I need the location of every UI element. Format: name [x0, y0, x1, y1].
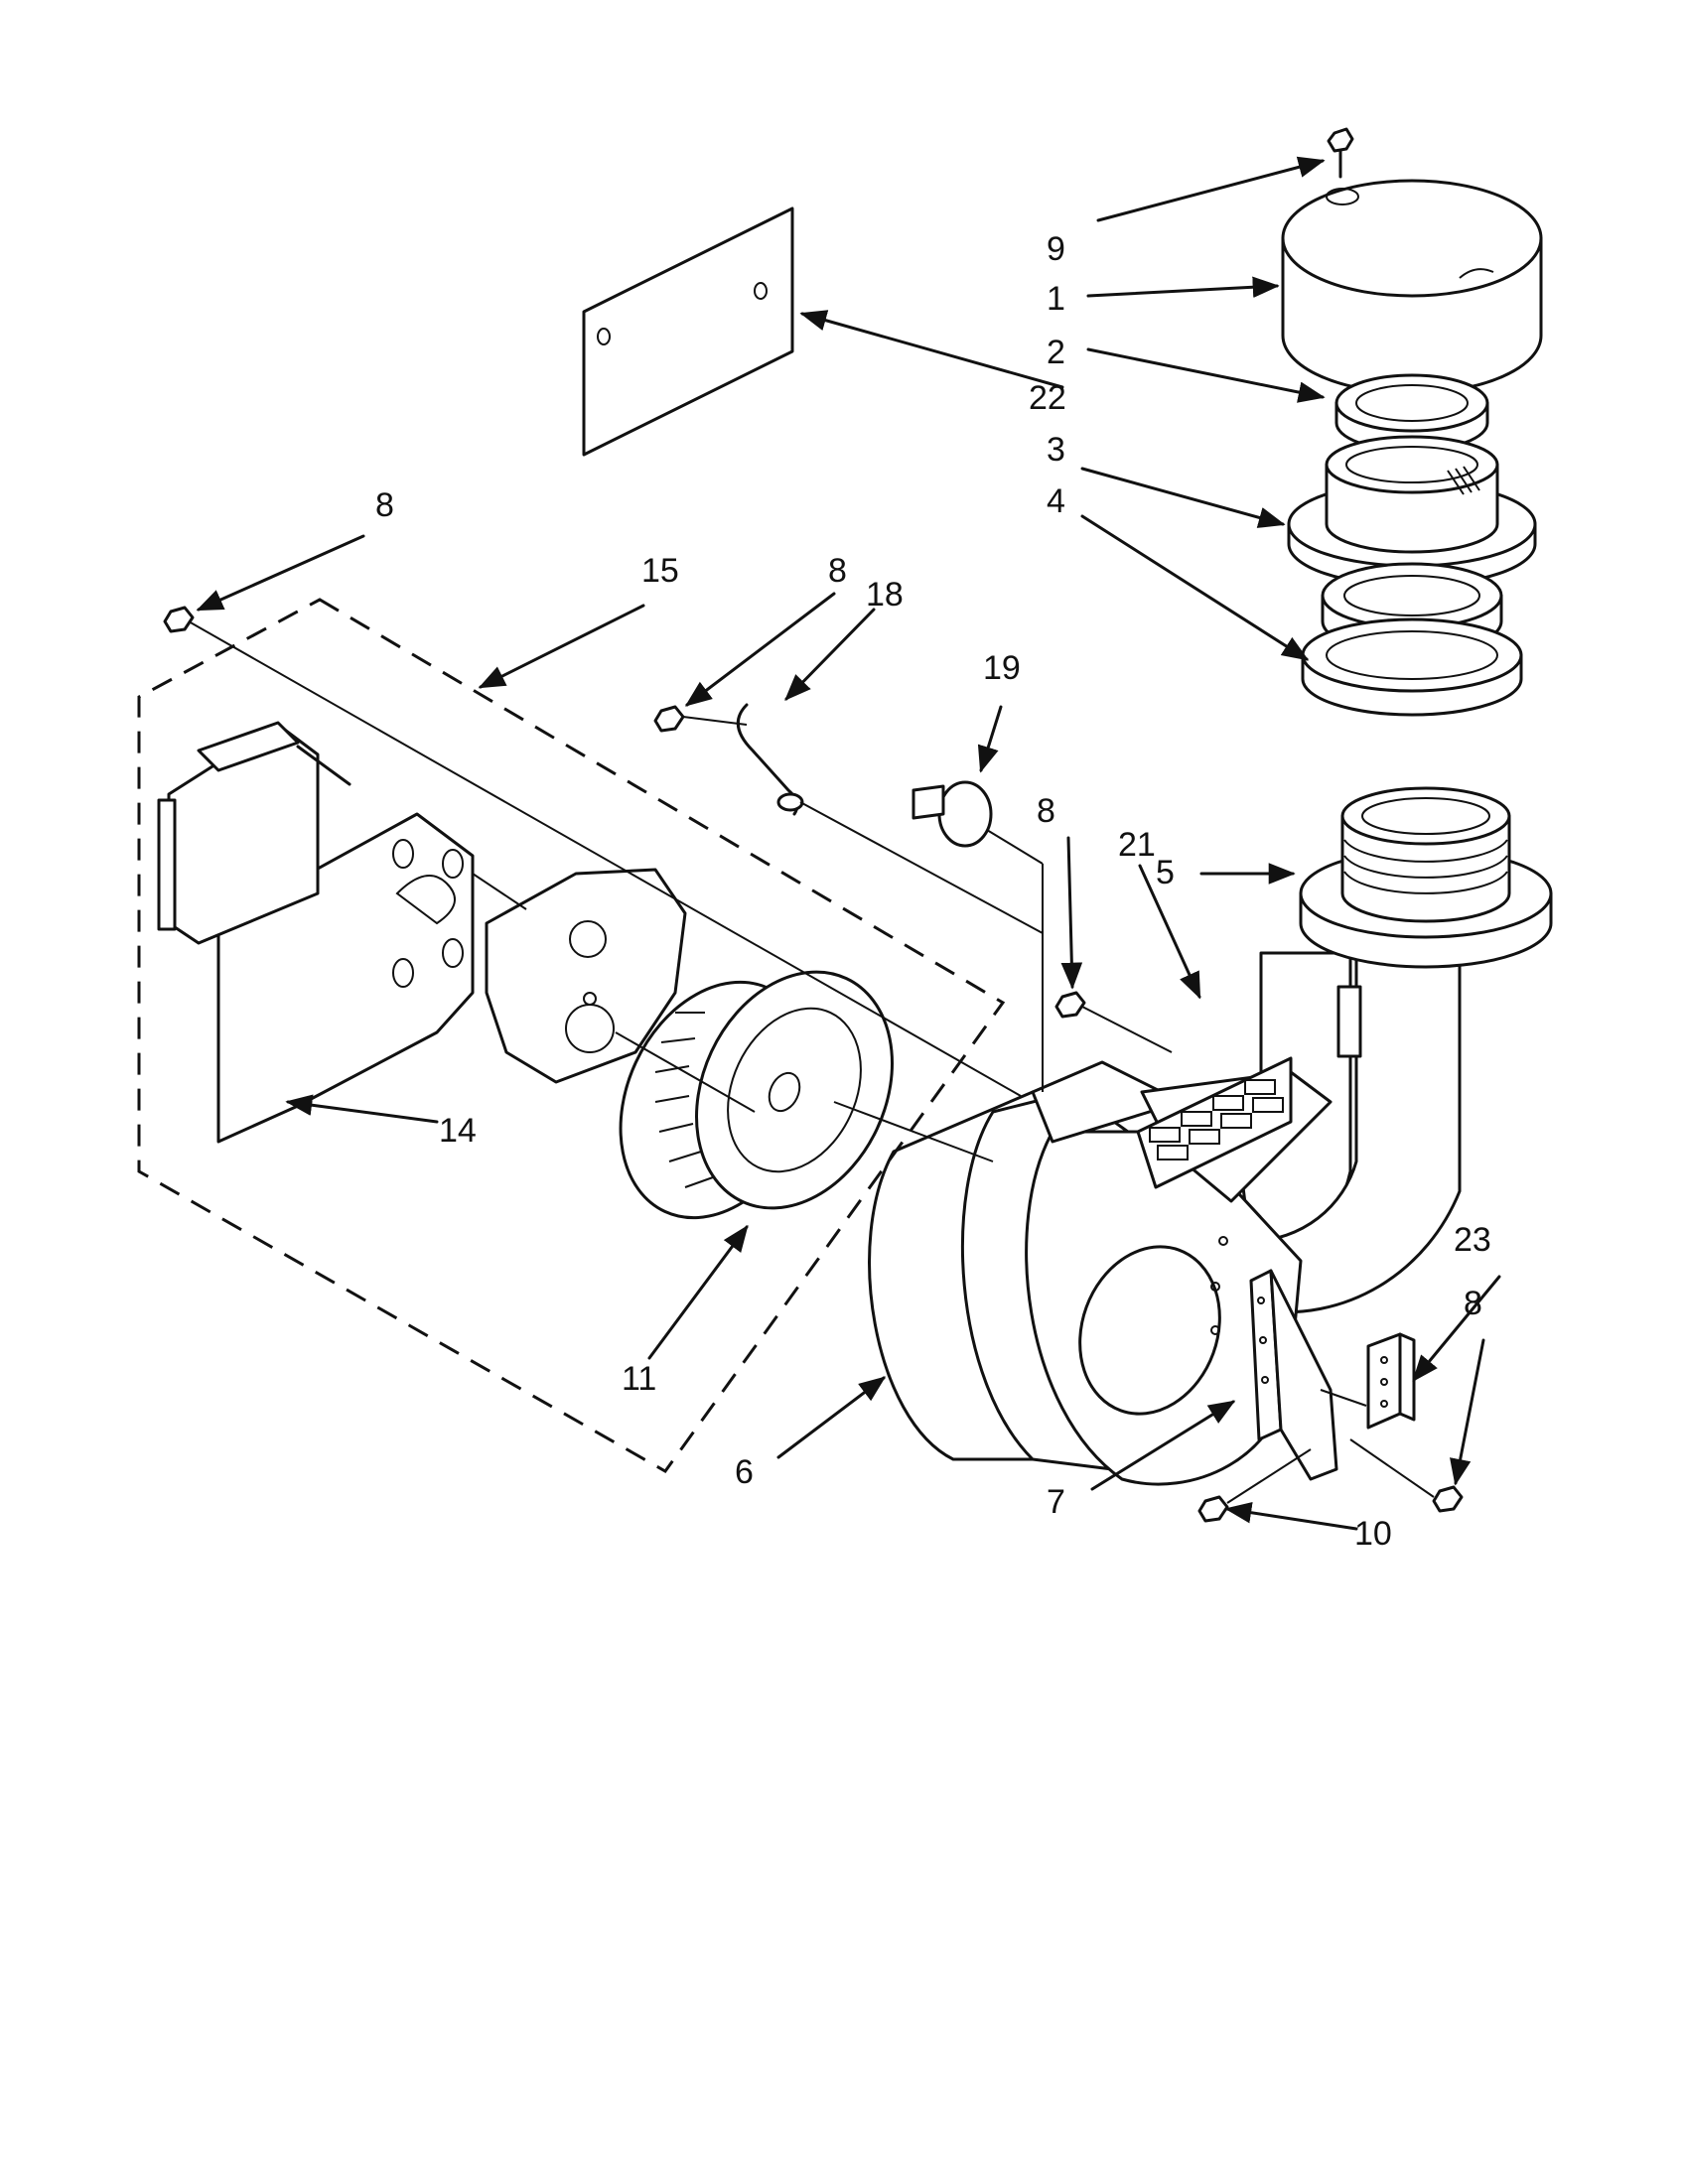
callout-4: 4	[1047, 482, 1065, 520]
callout-23: 23	[1454, 1221, 1491, 1259]
part-19-connector	[912, 780, 993, 848]
part-14-motor-plate	[157, 721, 475, 1144]
callout-15: 15	[641, 552, 679, 590]
callout-11: 11	[622, 1360, 656, 1398]
leader-lines	[196, 156, 1501, 1531]
callout-14: 14	[439, 1112, 477, 1150]
part-8-screw-clip	[653, 705, 685, 733]
part-15-dashed-assembly	[137, 598, 1006, 1473]
callout-3: 3	[1047, 431, 1065, 469]
callout-22: 22	[1029, 379, 1066, 417]
assembly-lines	[188, 620, 1435, 1504]
part-23-bracket	[1366, 1332, 1416, 1430]
callout-labels: 9 1 2 22 3 4 8 15 8 18 19 8 21 5 14 11 6…	[375, 230, 1491, 1553]
callout-19: 19	[983, 649, 1021, 687]
part-7-bracket	[1249, 1269, 1338, 1481]
callout-8-housing: 8	[1037, 792, 1055, 830]
part-3-collar	[1287, 435, 1537, 588]
part-18-clip	[736, 703, 804, 816]
callout-1: 1	[1047, 280, 1065, 318]
callout-10: 10	[1354, 1515, 1392, 1553]
part-9-screw	[1327, 127, 1354, 179]
part-21-label	[1136, 1056, 1293, 1189]
callout-18: 18	[866, 576, 904, 614]
callout-7: 7	[1047, 1483, 1065, 1521]
callout-2: 2	[1047, 334, 1065, 371]
part-22-plate	[582, 206, 794, 457]
callout-8-left: 8	[375, 486, 394, 524]
part-10-screw	[1197, 1495, 1229, 1523]
part-11-blower-wheel	[619, 970, 894, 1220]
callout-8-clip: 8	[828, 552, 847, 590]
callout-5: 5	[1156, 854, 1175, 891]
part-8-screw-left	[163, 606, 195, 633]
part-5-inlet	[1239, 786, 1553, 1314]
part-8-screw-housing	[1054, 991, 1086, 1019]
part-4-ring	[1301, 562, 1523, 717]
callout-6: 6	[735, 1453, 754, 1491]
callout-8-bottom: 8	[1464, 1285, 1482, 1322]
callout-21: 21	[1118, 826, 1156, 864]
part-1-cap	[1281, 179, 1543, 395]
motor-end-shield	[485, 868, 687, 1084]
callout-9: 9	[1047, 230, 1065, 268]
part-6-blower-housing	[868, 1060, 1333, 1486]
part-8-screw-bottom	[1432, 1485, 1464, 1513]
